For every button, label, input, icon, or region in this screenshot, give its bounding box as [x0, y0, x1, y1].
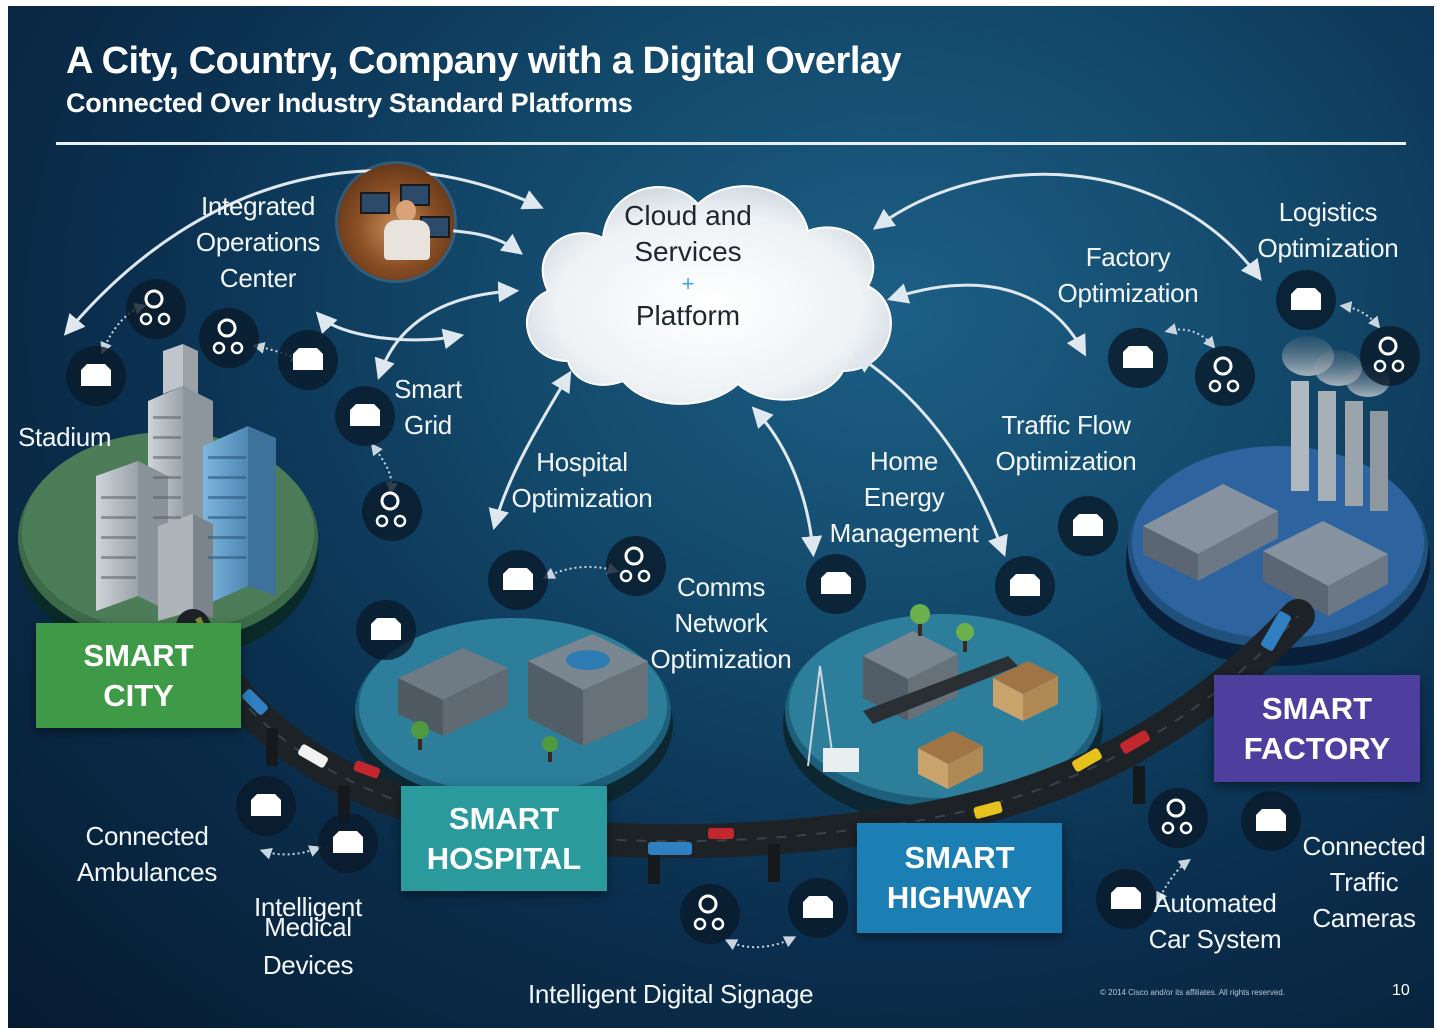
- sensor-icon: [199, 308, 259, 368]
- label-line: Management: [829, 518, 979, 548]
- label-line: Center: [219, 263, 297, 293]
- sensor-icon: [126, 279, 186, 339]
- router-icon: [1058, 496, 1118, 556]
- label-line: Automated: [1153, 888, 1277, 918]
- label-line: Cameras: [1312, 903, 1416, 933]
- sensor-icon: [1195, 346, 1255, 406]
- smart-factory-banner: SMART FACTORY: [1214, 675, 1420, 782]
- sensor-icon: [362, 481, 422, 541]
- label-line: Optimization: [995, 446, 1137, 476]
- banner-line: FACTORY: [1243, 730, 1391, 766]
- factory-island: [1126, 336, 1430, 666]
- label-line: Logistics: [1278, 197, 1378, 227]
- label-intelligent-digital-signage: Intelligent Digital Signage: [528, 979, 814, 1009]
- label-intelligent-medical-devices: Intelligent Medical Devices: [244, 892, 372, 980]
- title-divider: [56, 142, 1406, 145]
- diagram-slide: A City, Country, Company with a Digital …: [8, 6, 1434, 1028]
- label-stadium: Stadium: [18, 422, 112, 452]
- sensor-icon: [1360, 326, 1420, 386]
- router-icon: [356, 600, 416, 660]
- router-icon: [806, 554, 866, 614]
- label-line: Comms: [676, 572, 766, 602]
- page-number: 10: [1392, 982, 1410, 999]
- router-icon: [66, 346, 126, 406]
- banner-line: CITY: [103, 677, 174, 713]
- router-icon: [995, 556, 1055, 616]
- router-icon: [335, 386, 395, 446]
- cloud-line-1: Cloud and: [624, 200, 752, 231]
- banner-line: SMART: [1261, 690, 1373, 726]
- operations-center-photo: [338, 164, 454, 280]
- label-automated-car-system: Automated Car System: [1144, 885, 1286, 957]
- label-smart-grid: Smart Grid: [388, 371, 468, 443]
- label-connected-ambulances: Connected Ambulances: [72, 818, 222, 890]
- banner-line: SMART: [904, 840, 1015, 875]
- router-icon: [1276, 270, 1336, 330]
- sensor-icon: [1148, 788, 1208, 848]
- label-traffic-flow-optimization: Traffic Flow Optimization: [986, 407, 1146, 479]
- label-comms-network-optimization: Comms Network Optimization: [642, 569, 800, 677]
- label-integrated-operations-center: Integrated Operations Center: [190, 188, 326, 296]
- router-icon: [1241, 791, 1301, 851]
- sensor-icon: [606, 536, 666, 596]
- label-connected-traffic-cameras: Connected Traffic Cameras: [1298, 828, 1430, 936]
- router-icon: [488, 550, 548, 610]
- label-line: Network: [674, 608, 768, 638]
- banner-line: HOSPITAL: [426, 840, 582, 876]
- router-icon: [278, 330, 338, 390]
- label-line: Home: [869, 446, 939, 476]
- label-line: Optimization: [511, 483, 653, 513]
- label-line: Optimization: [1057, 278, 1199, 308]
- label-line: Integrated: [200, 191, 316, 221]
- label-line: Intelligent: [254, 892, 362, 922]
- banner-line: SMART: [448, 800, 560, 836]
- label-line: Hospital: [536, 447, 628, 477]
- diagram-artwork: [18, 169, 1430, 951]
- label-line: Optimization: [650, 644, 792, 674]
- label-hospital-optimization: Hospital Optimization: [502, 444, 662, 516]
- label-line: Devices: [262, 950, 354, 980]
- page-subtitle: Connected Over Industry Standard Platfor…: [66, 88, 633, 118]
- router-icon: [1108, 328, 1168, 388]
- cloud-label: Cloud and Services + Platform: [608, 198, 768, 334]
- cloud-shape: [525, 185, 892, 405]
- label-line: Traffic Flow: [1001, 410, 1131, 440]
- sensor-icon: [680, 884, 740, 944]
- label-line: Smart: [394, 374, 462, 404]
- router-icon: [788, 878, 848, 938]
- marker-layer: [66, 270, 1420, 944]
- smart-hospital-banner: SMART HOSPITAL: [401, 786, 607, 891]
- label-factory-optimization: Factory Optimization: [1048, 239, 1208, 311]
- label-line: Operations: [195, 227, 321, 257]
- label-line: Traffic: [1329, 867, 1399, 897]
- label-line: Car System: [1148, 924, 1282, 954]
- label-line: Connected: [85, 821, 209, 851]
- label-line: Factory: [1085, 242, 1171, 272]
- label-line: Medical: [264, 912, 352, 942]
- smart-highway-banner: SMART HIGHWAY: [857, 823, 1062, 933]
- hospital-island: [353, 618, 673, 822]
- router-icon: [236, 776, 296, 836]
- cloud-line-3: Platform: [635, 300, 741, 331]
- label-home-energy-management: Home Energy Management: [824, 443, 984, 551]
- copyright-text: © 2014 Cisco and/or its affiliates. All …: [1100, 988, 1285, 997]
- router-icon: [1096, 869, 1156, 929]
- city-island: [18, 344, 318, 661]
- cloud-plus: +: [681, 271, 695, 296]
- highway-island: [783, 604, 1103, 826]
- label-line: Energy: [863, 482, 945, 512]
- cloud-arrows: [63, 169, 1262, 558]
- label-line: Optimization: [1257, 233, 1399, 263]
- banner-line: SMART: [83, 637, 194, 673]
- router-icon: [318, 813, 378, 873]
- label-line: Ambulances: [76, 857, 218, 887]
- page-title: A City, Country, Company with a Digital …: [66, 40, 902, 82]
- label-logistics-optimization: Logistics Optimization: [1248, 194, 1408, 266]
- smart-city-banner: SMART CITY: [36, 623, 241, 728]
- label-line: Connected: [1302, 831, 1426, 861]
- cloud-line-2: Services: [634, 236, 742, 267]
- banner-line: HIGHWAY: [886, 880, 1033, 915]
- label-line: Grid: [404, 410, 452, 440]
